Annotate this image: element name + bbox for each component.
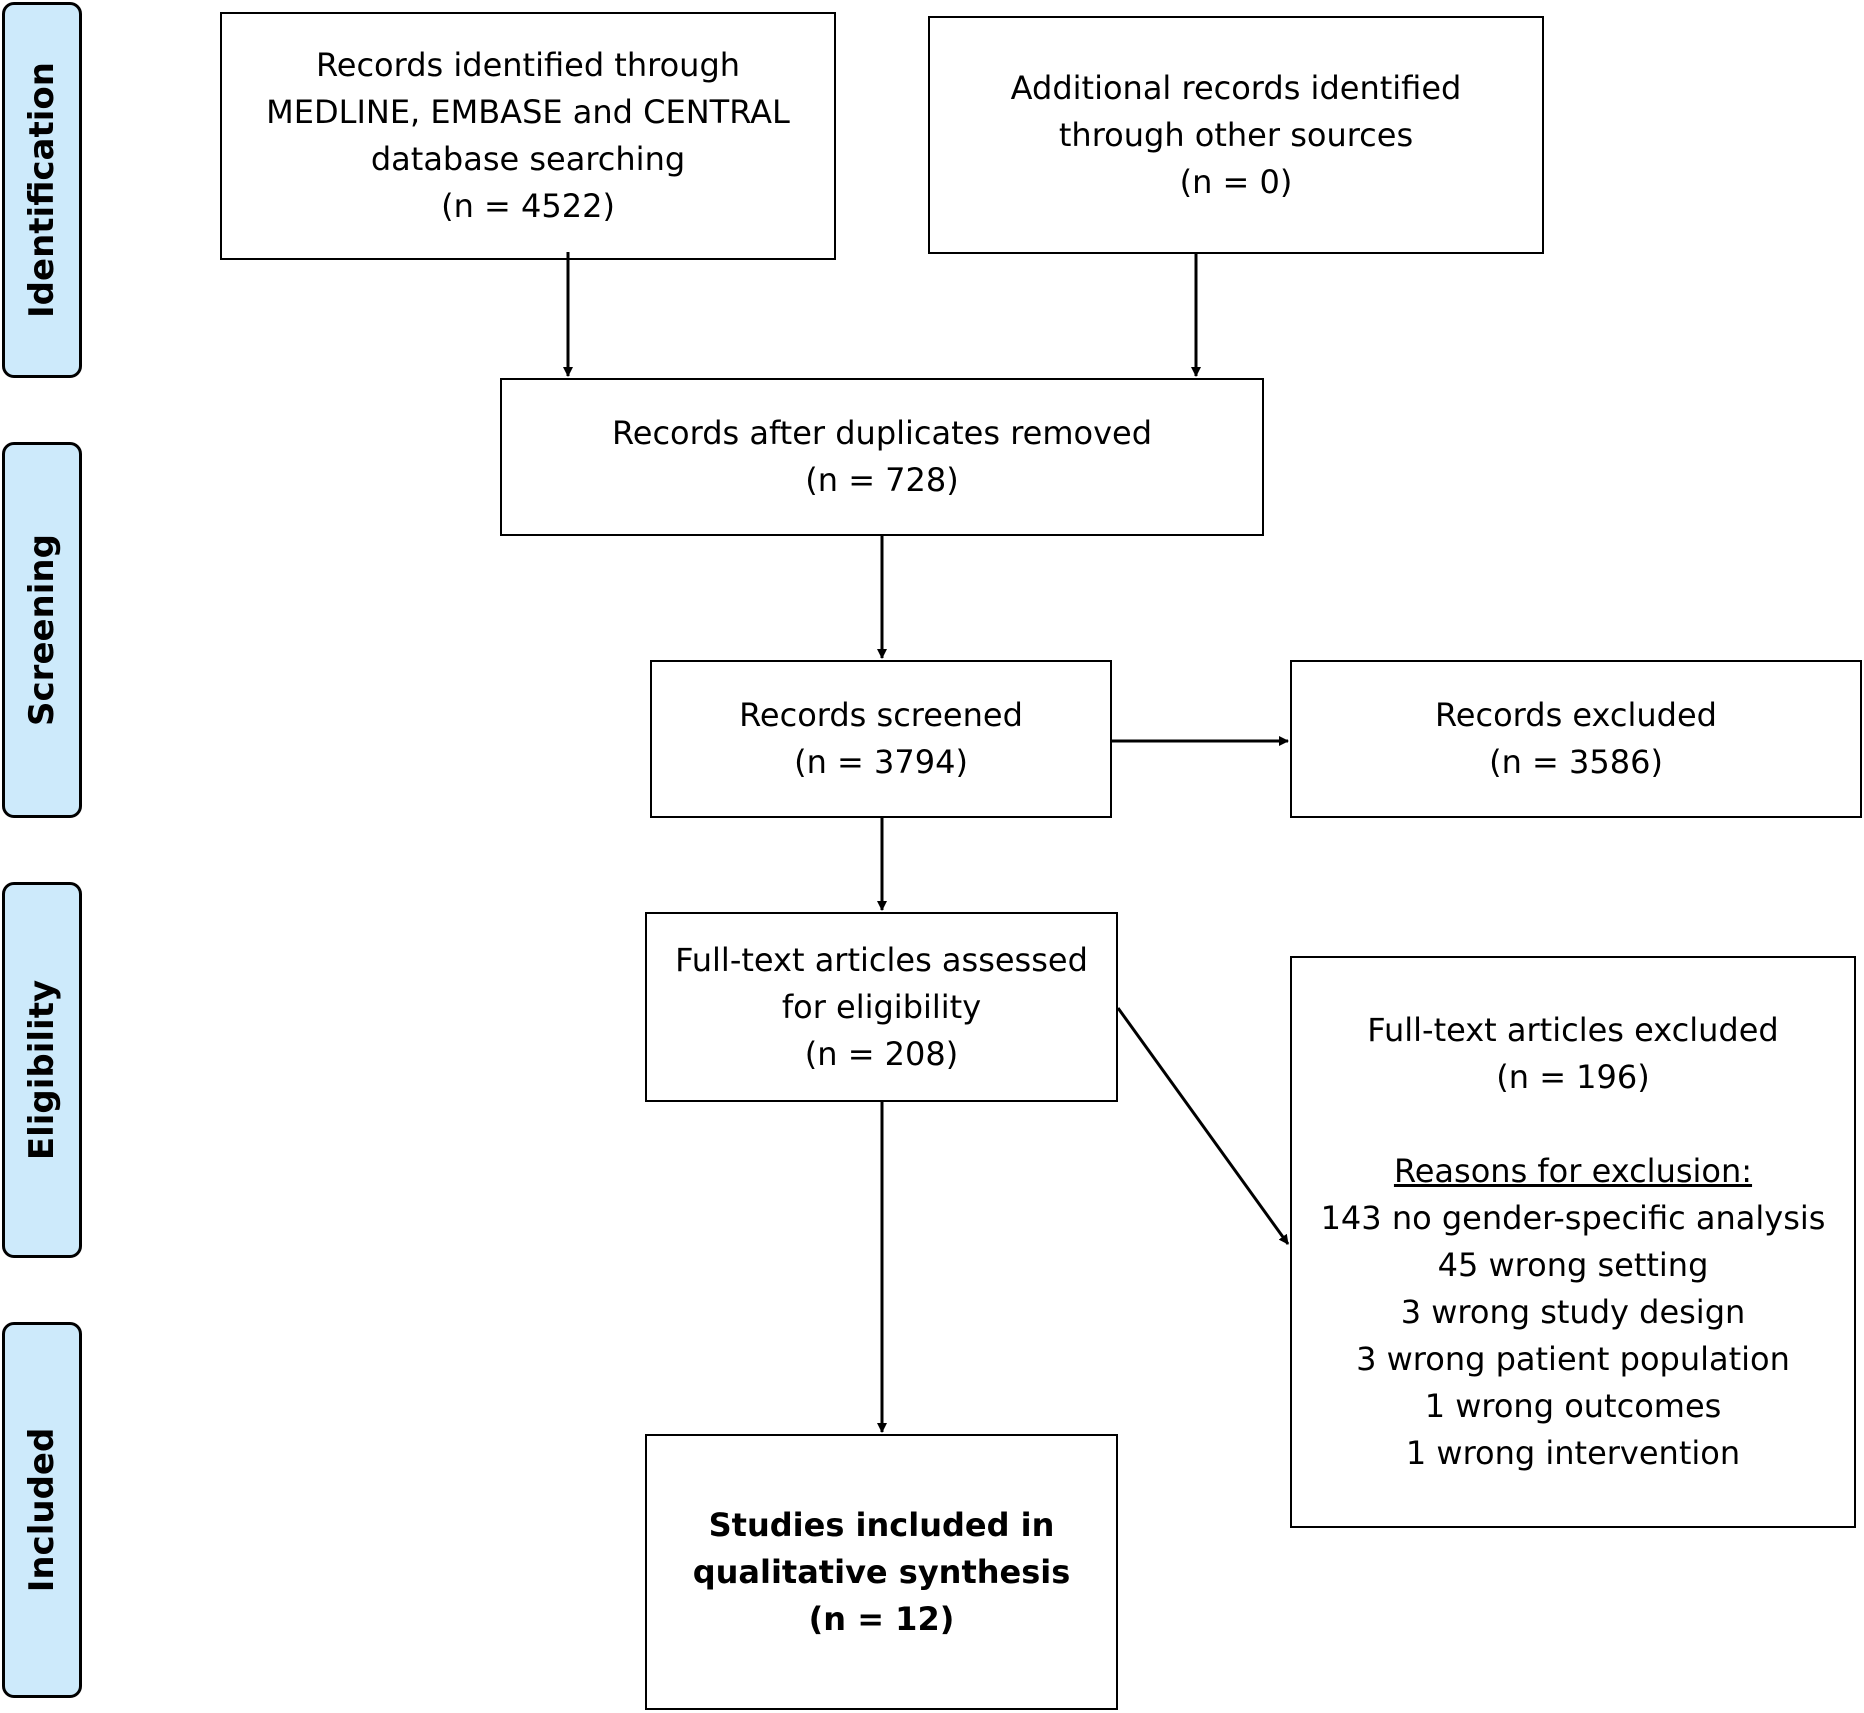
arrow-assessed-to-fulltext-excluded — [1116, 1007, 1290, 1245]
records-identified-box: Records identified through MEDLINE, EMBA… — [220, 12, 836, 260]
fulltext-assessed-box: Full-text articles assessed for eligibil… — [645, 912, 1118, 1102]
box-text-line: Full-text articles assessed — [675, 940, 1088, 979]
box-text-line: Records screened — [739, 696, 1023, 734]
stage-eligibility: Eligibility — [2, 882, 82, 1258]
stage-included: Included — [2, 1322, 82, 1698]
records-screened-box: Records screened (n = 3794) — [650, 660, 1112, 818]
box-count: (n = 3794) — [794, 743, 968, 781]
box-count: (n = 0) — [1179, 162, 1293, 201]
stage-screening: Screening — [2, 442, 82, 818]
box-count: (n = 728) — [805, 461, 959, 499]
box-count: (n = 3586) — [1489, 743, 1663, 781]
exclusion-reason: 1 wrong intervention — [1405, 1434, 1741, 1472]
box-text-line: Records after duplicates removed — [611, 414, 1153, 452]
box-count: (n = 208) — [804, 1034, 959, 1073]
box-text-line: MEDLINE, EMBASE and CENTRAL — [266, 93, 790, 131]
box-text-line: Records excluded — [1435, 696, 1717, 734]
duplicates-removed-box: Records after duplicates removed (n = 72… — [500, 378, 1264, 536]
box-text-line: Full-text articles excluded — [1367, 1011, 1779, 1049]
box-text-line: database searching — [370, 140, 686, 178]
box-text-line: Records identified through — [315, 46, 741, 84]
reasons-heading: Reasons for exclusion: — [1393, 1152, 1753, 1190]
exclusion-reason: 143 no gender-specific analysis — [1320, 1199, 1826, 1237]
stage-identification: Identification — [2, 2, 82, 378]
records-excluded-box: Records excluded (n = 3586) — [1290, 660, 1862, 818]
studies-included-box: Studies included in qualitative synthesi… — [645, 1434, 1118, 1710]
box-count: (n = 12) — [808, 1599, 955, 1638]
box-text-line: Additional records identified — [1010, 68, 1462, 107]
box-text-line: qualitative synthesis — [692, 1552, 1071, 1591]
box-text-line: through other sources — [1058, 115, 1414, 154]
exclusion-reason: 1 wrong outcomes — [1424, 1387, 1722, 1425]
box-count: (n = 4522) — [441, 187, 615, 225]
additional-records-box: Additional records identified through ot… — [928, 16, 1544, 254]
fulltext-excluded-box: Full-text articles excluded (n = 196) Re… — [1290, 956, 1856, 1528]
exclusion-reason: 3 wrong study design — [1400, 1293, 1746, 1331]
box-count: (n = 196) — [1496, 1058, 1650, 1096]
exclusion-reason: 45 wrong setting — [1437, 1246, 1709, 1284]
box-text-line: for eligibility — [781, 987, 982, 1026]
box-text-line: Studies included in — [708, 1505, 1055, 1544]
exclusion-reason: 3 wrong patient population — [1356, 1340, 1790, 1378]
